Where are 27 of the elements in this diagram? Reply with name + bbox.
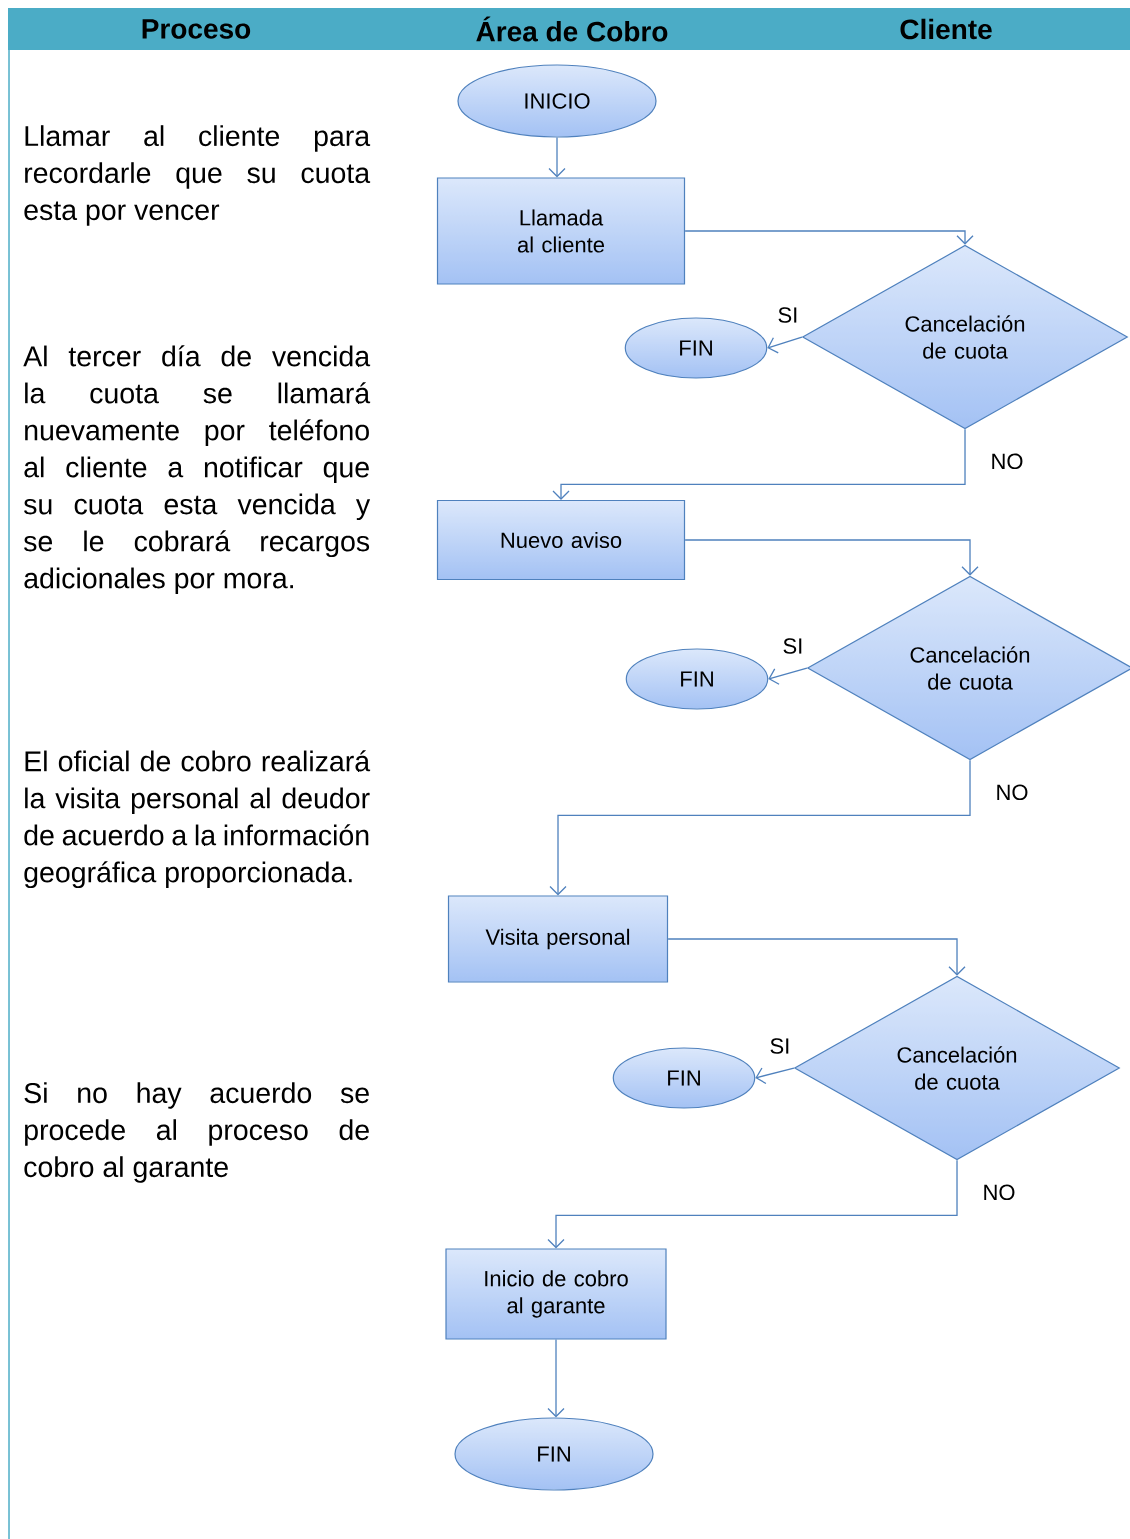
arrow: [684, 539, 979, 576]
column-header: Proceso: [142, 19, 251, 39]
edge-label: SI: [776, 306, 800, 324]
arrow: [552, 428, 966, 500]
arrow: [667, 938, 966, 976]
arrow: [548, 136, 566, 178]
process-box: Llamada al cliente: [436, 177, 686, 285]
arrow: [549, 759, 971, 896]
process-description: Al tercer día de vencida la cuota se llamará nuevamente por teléfono al cliente a notificar que su cuota esta vencida y se le cobrará recargos adicionales por mora.: [23, 345, 371, 595]
arrow: [768, 667, 808, 685]
process-box: Nuevo aviso: [436, 499, 686, 581]
process-box: Inicio de cobro al garante: [445, 1248, 667, 1340]
edge-label: NO: [989, 452, 1025, 471]
edge-label: SI: [768, 1037, 792, 1055]
arrow: [684, 230, 974, 245]
process-box: Visita personal: [447, 895, 669, 983]
arrow: [767, 336, 803, 354]
process-description: Llamar al cliente para recordarle que su cuota esta por vencer: [24, 125, 371, 226]
process-description: El oficial de cobro realizará la visita personal al deudor de acuerdo a la información geográfica proporcionada.: [24, 750, 371, 889]
process-description: Si no hay acuerdo se procede al proceso de cobro al garante: [24, 1082, 369, 1183]
column-header: Cliente: [900, 18, 992, 40]
edge-label: NO: [994, 783, 1030, 802]
edge-label: SI: [781, 637, 805, 655]
arrow: [755, 1067, 795, 1085]
arrow: [547, 1338, 565, 1418]
edge-label: NO: [981, 1183, 1017, 1202]
arrow: [547, 1159, 958, 1249]
